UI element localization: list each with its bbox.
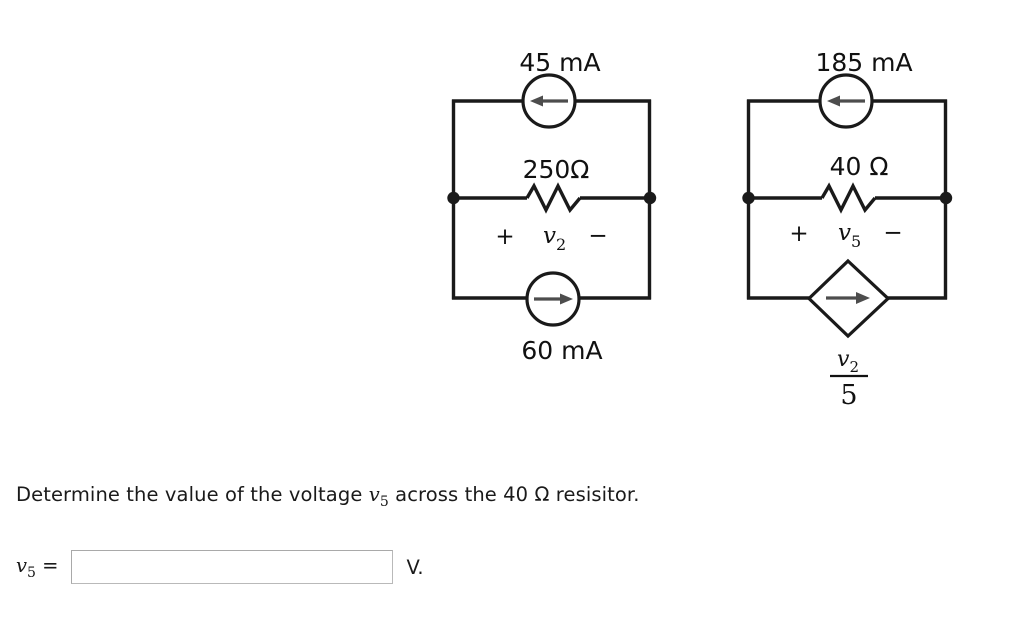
answer-input[interactable] (70, 550, 393, 584)
right-voltage-variable-symbol: v (838, 220, 851, 246)
left-voltage-minus: − (588, 223, 607, 249)
right-top-source-label: 185 mA (815, 48, 912, 77)
right-dependent-source-arrow-head (856, 292, 870, 304)
answer-variable-subscript: 5 (27, 564, 36, 581)
question-variable: v5 (368, 483, 389, 510)
right-node-dot-left (742, 191, 755, 205)
right-voltage-variable-subscript: 5 (851, 232, 861, 251)
right-voltage-minus: − (883, 220, 902, 246)
answer-unit-label: V. (406, 555, 424, 579)
left-voltage-variable: v2 (543, 223, 566, 254)
answer-label: v5 = (16, 554, 59, 581)
left-bottom-source-label: 60 mA (521, 336, 602, 365)
left-bottom-source-arrow-head (560, 293, 573, 305)
left-node-dot-right (643, 191, 657, 205)
left-top-source-label: 45 mA (519, 48, 600, 77)
right-voltage-plus: + (789, 221, 808, 247)
left-voltage-variable-symbol: v (543, 223, 556, 249)
answer-variable-symbol: v (16, 553, 28, 577)
circuit-figure: 45 mA 250Ω + v2 − 60 mA (447, 48, 953, 411)
right-resistor-label: 40 Ω (830, 152, 889, 181)
right-dependent-source-numerator: v2 (837, 347, 859, 376)
right-voltage-variable: v5 (838, 220, 861, 251)
question-text-before: Determine the value of the voltage (16, 483, 369, 506)
left-node-dot-left (447, 191, 460, 205)
right-dependent-source-numerator-subscript: 2 (849, 358, 859, 376)
left-resistor-zigzag (525, 182, 582, 214)
right-node-dot-right (939, 191, 953, 205)
answer-row: v5 = V. (16, 534, 424, 600)
right-top-source-arrow-head (827, 95, 840, 107)
question-variable-subscript: 5 (379, 493, 389, 510)
answer-equals-sign: = (42, 553, 59, 577)
right-resistor-zigzag (820, 182, 877, 214)
left-resistor-label: 250Ω (523, 155, 590, 184)
question-text-after: across the 40 Ω resisitor. (388, 483, 640, 506)
question-text: Determine the value of the voltage v5 ac… (16, 478, 1006, 519)
right-dependent-source-denominator: 5 (840, 380, 857, 411)
left-voltage-plus: + (495, 224, 514, 250)
right-dependent-source-numerator-symbol: v (837, 347, 850, 372)
left-circuit: 45 mA 250Ω + v2 − 60 mA (447, 48, 657, 365)
right-circuit: 185 mA 40 Ω + v5 − v2 5 (742, 48, 953, 411)
left-top-source-arrow-head (530, 95, 543, 107)
left-voltage-variable-subscript: 2 (556, 235, 566, 254)
answer-variable: v5 (16, 553, 36, 581)
question-variable-symbol: v (368, 483, 380, 506)
